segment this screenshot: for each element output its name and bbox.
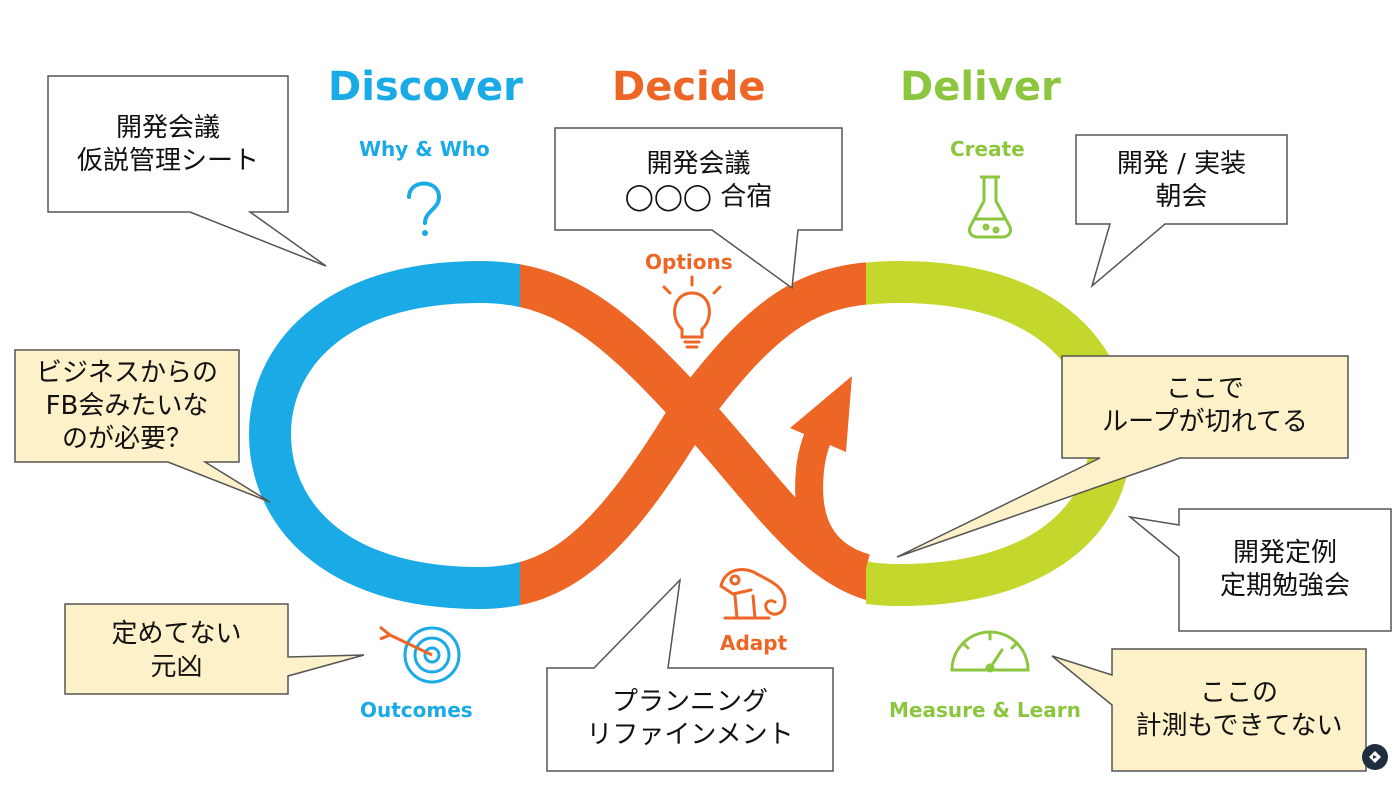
callout-line: FB会みたいな [45, 391, 209, 421]
target-arrow-icon [379, 625, 461, 684]
callout-line: 開発会議 [646, 149, 751, 179]
callout-line: ビジネスからの [35, 358, 218, 388]
callout-dev-meeting [47, 75, 327, 267]
callout-line: 計測もできてない [1135, 711, 1343, 741]
light-bulb-icon [662, 275, 722, 349]
callout-text-camp: 開発会議 ◯◯◯ 合宿 [555, 148, 842, 214]
callout-text-loop-broken: ここで ループが切れてる [1062, 373, 1348, 439]
callout-line: 開発会議 [115, 113, 220, 143]
callout-line: ◯◯◯ 合宿 [624, 182, 773, 212]
flask-icon [968, 175, 1012, 239]
logo-badge-icon[interactable] [1362, 744, 1388, 770]
callout-undefined [64, 603, 365, 695]
callout-line: 朝会 [1155, 182, 1208, 212]
discover-loop-segment [248, 260, 520, 610]
gauge-icon [950, 630, 1030, 673]
stage-label-why-who: Why & Who [359, 137, 490, 161]
callout-measure [1051, 648, 1367, 772]
stage-label-options: Options [645, 250, 733, 274]
callout-planning [546, 577, 834, 772]
callout-line: ここで [1165, 374, 1244, 404]
callout-line: のが必要？ [61, 424, 192, 454]
callout-line: 定期勉強会 [1219, 571, 1350, 601]
callout-regular [1127, 508, 1392, 632]
callout-line: ここの [1199, 678, 1278, 708]
callout-line: 元凶 [150, 652, 203, 682]
callout-line: 仮説管理シート [76, 146, 259, 176]
callout-line: 開発 / 実装 [1116, 149, 1247, 179]
phase-title-discover: Discover [328, 64, 523, 110]
callout-line: ループが切れてる [1102, 407, 1308, 437]
callout-line: 定めてない [111, 619, 242, 649]
callout-text-undefined: 定めてない 元凶 [65, 618, 288, 684]
callout-text-measure: ここの 計測もできてない [1112, 677, 1366, 743]
logo-badge-glyph [1369, 751, 1381, 763]
infinity-loop [248, 260, 1132, 610]
question-mark-icon [407, 181, 442, 236]
callout-camp [554, 127, 843, 290]
stage-label-adapt: Adapt [720, 631, 788, 655]
callout-text-dev-meeting: 開発会議 仮説管理シート [48, 112, 288, 178]
callout-dev-impl [1075, 134, 1288, 289]
callout-text-business-fb: ビジネスからの FB会みたいな のが必要？ [15, 357, 239, 456]
callout-text-dev-impl: 開発 / 実装 朝会 [1076, 148, 1287, 214]
callout-line: 開発定例 [1232, 538, 1337, 568]
stage-label-measure-learn: Measure & Learn [889, 698, 1081, 722]
callout-loop-broken [896, 355, 1349, 558]
stage-label-outcomes: Outcomes [360, 698, 473, 722]
callout-text-regular: 開発定例 定期勉強会 [1179, 537, 1391, 603]
callout-line: リファインメント [586, 720, 794, 750]
phase-title-decide: Decide [612, 64, 766, 110]
chameleon-icon [719, 568, 787, 620]
phase-title-deliver: Deliver [900, 64, 1061, 110]
loop-arrowhead [790, 376, 852, 452]
stage-label-create: Create [950, 137, 1025, 161]
callout-line: プランニング [611, 687, 768, 717]
callout-text-planning: プランニング リファインメント [547, 686, 833, 752]
callout-business-fb [14, 349, 271, 503]
